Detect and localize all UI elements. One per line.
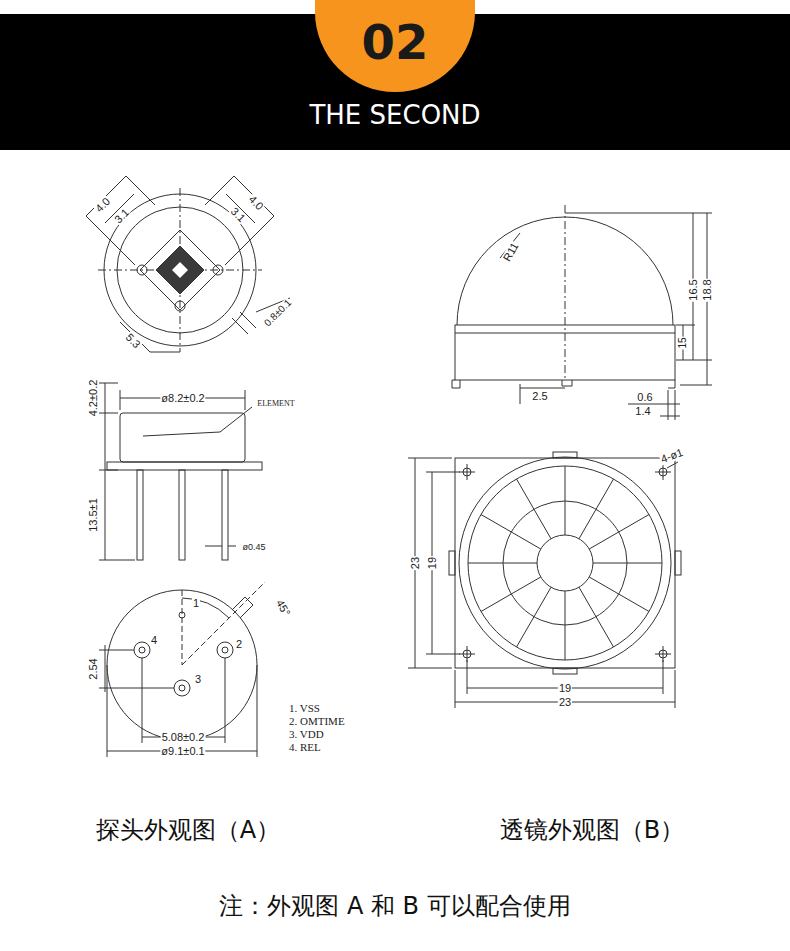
figure-caption: 透镜外观图（B） — [499, 818, 685, 842]
dimension: 15 — [678, 336, 688, 349]
dimension: ø9.1±0.1 — [160, 746, 205, 757]
dimension: 4.0 — [246, 193, 266, 213]
dimension: 3.1 — [112, 206, 132, 226]
pin-number: 3 — [194, 674, 202, 685]
facet-line — [589, 577, 649, 612]
dimension: 16.5 — [688, 278, 699, 301]
dimension: 19 — [558, 683, 572, 694]
facet-line — [481, 577, 541, 612]
dimension: 0.6 — [636, 392, 653, 403]
header-band: THE SECOND 02 — [0, 14, 790, 150]
facet-line — [468, 563, 537, 564]
dimension: 3.1 — [228, 205, 248, 225]
dimension: ø8.2±0.2 — [160, 393, 205, 404]
lens-top-view — [408, 452, 681, 708]
dimension: 0.8±0.1 — [262, 297, 294, 329]
facet-line — [565, 591, 566, 660]
dimension: 4.2±0.2 — [88, 379, 99, 418]
dimension: 2.54 — [88, 657, 99, 680]
dimension: 18.8 — [702, 278, 713, 301]
facet-line — [593, 563, 662, 564]
lens-side-view — [452, 205, 712, 420]
hole-dimension: 4-ø1 — [659, 447, 686, 466]
facet-line — [579, 587, 614, 647]
dimension: 1.4 — [634, 406, 651, 417]
facet-line — [589, 515, 649, 550]
pin-name: 2. OMTIME — [288, 716, 346, 727]
probe-bottom-view — [99, 582, 265, 757]
pin-number: 4 — [150, 635, 158, 646]
pin-name: 3. VDD — [288, 729, 325, 740]
figure-caption: 探头外观图（A） — [95, 818, 281, 842]
probe-top-view — [86, 176, 290, 352]
dimension: 19 — [427, 556, 438, 570]
section-number: 02 — [362, 18, 429, 66]
dimension: 4.0 — [93, 195, 113, 215]
dimension: 5.3 — [123, 331, 143, 351]
facet-line — [579, 479, 614, 539]
dimension: 13.5±1 — [88, 497, 99, 533]
angle-dimension: 45° — [274, 597, 293, 619]
pin-name: 4. REL — [288, 742, 322, 753]
dimension: ø0.45 — [241, 543, 266, 552]
dimension: 23 — [410, 556, 421, 570]
facet-line — [517, 479, 552, 539]
pin-number: 2 — [235, 639, 243, 650]
facet-line — [481, 515, 541, 550]
dimension: 23 — [558, 697, 572, 708]
note: 注：外观图 A 和 B 可以配合使用 — [218, 894, 571, 918]
part-name: ELEMENT — [256, 400, 295, 408]
number-badge: 02 — [315, 0, 475, 92]
facet-line — [517, 587, 552, 647]
section-subtitle: THE SECOND — [309, 102, 480, 128]
dimension: 5.08±0.2 — [161, 732, 206, 743]
pin-number: 1 — [192, 598, 200, 609]
dimension: 2.5 — [531, 391, 548, 402]
facet-line — [565, 466, 566, 535]
probe-side-view — [99, 383, 262, 560]
lens-facets — [468, 466, 662, 660]
pin-name: 1. VSS — [288, 703, 321, 714]
radius-dimension: R11 — [501, 240, 521, 264]
